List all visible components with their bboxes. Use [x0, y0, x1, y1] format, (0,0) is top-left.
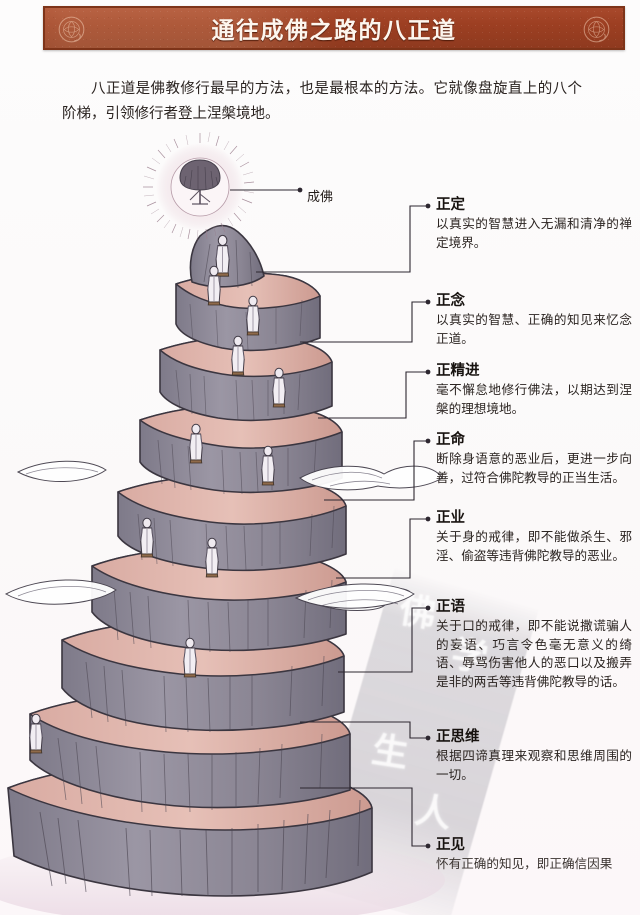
callout-title: 正见: [436, 837, 465, 853]
callout-desc: 根据四谛真理来观察和思维周围的一切。: [436, 748, 632, 782]
callout-zheng-si-wei[interactable]: 正思维 根据四谛真理来观察和思维周围的一切。: [436, 729, 632, 784]
intro-paragraph: 八正道是佛教修行最早的方法，也是最根本的方法。它就像盘旋直上的八个阶梯，引领修行…: [62, 80, 582, 122]
callout-zheng-jing-jin[interactable]: 正精进 毫不懈怠地修行佛法，以期达到涅槃的理想境地。: [436, 363, 632, 418]
callout-title: 正语: [436, 599, 465, 615]
callout-title: 正业: [436, 510, 465, 526]
radiant-bodhi-tree-icon: [143, 131, 255, 241]
callout-zheng-ye[interactable]: 正业 关于身的戒律，即不能做杀生、邪淫、偷盗等违背佛陀教导的恶业。: [436, 510, 632, 565]
callout-zheng-jian[interactable]: 正见 怀有正确的知见，即正确信因果: [436, 837, 632, 874]
callout-desc: 关于口的戒律，即不能说撒谎骗人的妄语、巧言令色毫无意义的绮语、辱骂伤害他人的恶口…: [436, 618, 632, 689]
callout-desc: 断除身语意的恶业后，更进一步向善，过符合佛陀教导的正当生活。: [436, 451, 632, 485]
title-banner: 通往成佛之路的八正道: [43, 6, 625, 50]
callout-desc: 以真实的智慧进入无漏和清净的禅定境界。: [436, 216, 632, 250]
callout-zheng-ming[interactable]: 正命 断除身语意的恶业后，更进一步向善，过符合佛陀教导的正当生活。: [436, 432, 632, 487]
summit-label: 成佛: [307, 190, 334, 205]
callout-zheng-nian[interactable]: 正念 以真实的智慧、正确的知见来忆念正道。: [436, 293, 632, 348]
page-title: 通往成佛之路的八正道: [211, 18, 457, 44]
watermark-glyph-3: 生: [369, 728, 412, 776]
climbing-figures: [29, 234, 286, 754]
callout-desc: 以真实的智慧、正确的知见来忆念正道。: [436, 312, 632, 346]
callout-desc: 毫不懈怠地修行佛法，以期达到涅槃的理想境地。: [436, 382, 632, 416]
callout-zheng-yu[interactable]: 正语 关于口的戒律，即不能说撒谎骗人的妄语、巧言令色毫无意义的绮语、辱骂伤害他人…: [436, 599, 632, 691]
watermark-glyph-4: 人: [412, 788, 455, 836]
callout-title: 正精进: [436, 363, 480, 379]
callout-zheng-ding[interactable]: 正定 以真实的智慧进入无漏和清净的禅定境界。: [436, 197, 632, 252]
lotus-roundel-icon-right: [583, 16, 610, 43]
callout-title: 正念: [436, 293, 465, 309]
callout-title: 正定: [436, 197, 465, 213]
watermark-glyph-1: 佛: [396, 588, 439, 636]
callout-title: 正思维: [436, 729, 480, 745]
lotus-roundel-icon-left: [58, 16, 85, 43]
callout-desc: 怀有正确的知见，即正确信因果: [436, 856, 613, 871]
callout-title: 正命: [436, 432, 465, 448]
callout-desc: 关于身的戒律，即不能做杀生、邪淫、偷盗等违背佛陀教导的恶业。: [436, 529, 632, 563]
